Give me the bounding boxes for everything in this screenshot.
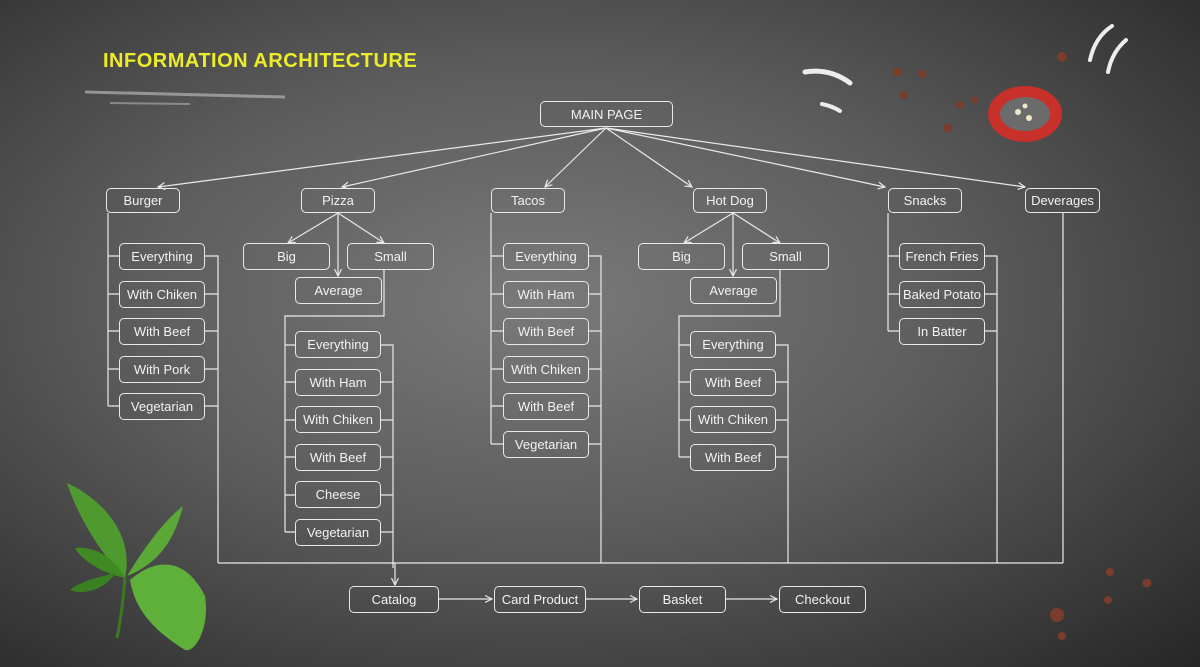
page-title: INFORMATION ARCHITECTURE xyxy=(103,50,418,72)
node-main-page[interactable]: MAIN PAGE xyxy=(540,101,673,127)
hotdog-item[interactable]: With Chiken xyxy=(690,406,776,433)
node-tacos[interactable]: Tacos xyxy=(491,188,565,213)
burger-item[interactable]: Everything xyxy=(119,243,205,270)
hotdog-item[interactable]: With Beef xyxy=(690,369,776,396)
flow-checkout[interactable]: Checkout xyxy=(779,586,866,613)
pizza-item[interactable]: Cheese xyxy=(295,481,381,508)
pizza-item[interactable]: With Ham xyxy=(295,369,381,396)
flow-basket[interactable]: Basket xyxy=(639,586,726,613)
pizza-item[interactable]: With Beef xyxy=(295,444,381,471)
burger-item[interactable]: Vegetarian xyxy=(119,393,205,420)
node-deverages[interactable]: Deverages xyxy=(1025,188,1100,213)
tacos-item[interactable]: With Beef xyxy=(503,393,589,420)
pizza-item[interactable]: Everything xyxy=(295,331,381,358)
snacks-item[interactable]: French Fries xyxy=(899,243,985,270)
burger-item[interactable]: With Chiken xyxy=(119,281,205,308)
node-pizza[interactable]: Pizza xyxy=(301,188,375,213)
flow-catalog[interactable]: Catalog xyxy=(349,586,439,613)
tacos-item[interactable]: With Chiken xyxy=(503,356,589,383)
hotdog-item[interactable]: With Beef xyxy=(690,444,776,471)
burger-item[interactable]: With Pork xyxy=(119,356,205,383)
tacos-item[interactable]: With Beef xyxy=(503,318,589,345)
pizza-size-small[interactable]: Small xyxy=(347,243,434,270)
hotdog-item[interactable]: Everything xyxy=(690,331,776,358)
hotdog-size-small[interactable]: Small xyxy=(742,243,829,270)
node-burger[interactable]: Burger xyxy=(106,188,180,213)
snacks-item[interactable]: Baked Potato xyxy=(899,281,985,308)
pizza-item[interactable]: Vegetarian xyxy=(295,519,381,546)
node-snacks[interactable]: Snacks xyxy=(888,188,962,213)
burger-item[interactable]: With Beef xyxy=(119,318,205,345)
hotdog-size-big[interactable]: Big xyxy=(638,243,725,270)
tacos-item[interactable]: With Ham xyxy=(503,281,589,308)
pizza-size-average[interactable]: Average xyxy=(295,277,382,304)
hotdog-size-average[interactable]: Average xyxy=(690,277,777,304)
flow-card-product[interactable]: Card Product xyxy=(494,586,586,613)
tacos-item[interactable]: Everything xyxy=(503,243,589,270)
snacks-item[interactable]: In Batter xyxy=(899,318,985,345)
tacos-item[interactable]: Vegetarian xyxy=(503,431,589,458)
basil-leaves-icon xyxy=(67,483,206,651)
chili-pepper-slice-icon xyxy=(988,86,1062,142)
pizza-size-big[interactable]: Big xyxy=(243,243,330,270)
node-hot-dog[interactable]: Hot Dog xyxy=(693,188,767,213)
pizza-item[interactable]: With Chiken xyxy=(295,406,381,433)
